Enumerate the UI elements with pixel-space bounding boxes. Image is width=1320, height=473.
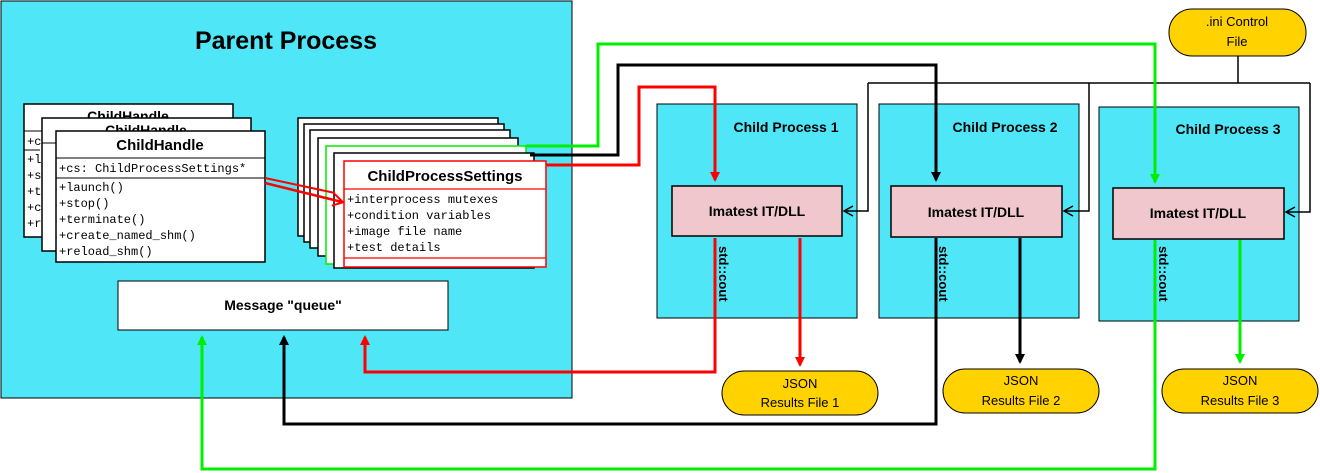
green-connectors: [197, 42, 1245, 471]
child-2-dll-label: Imatest IT/DLL: [928, 204, 1025, 220]
ini-control-file-line2: File: [1227, 34, 1248, 49]
json-results-2: [942, 368, 1100, 414]
child-process-3-title: Child Process 3: [1175, 121, 1280, 137]
settings-title: ChildProcessSettings: [367, 168, 522, 185]
field-image-file: +image file name: [347, 225, 462, 239]
settings-card: [343, 160, 547, 268]
childhandle-methods: +launch() +stop() +terminate() +create_n…: [59, 181, 196, 259]
child-1-dll-label: Imatest IT/DLL: [709, 203, 806, 219]
child-process-1-title: Child Process 1: [733, 119, 838, 135]
childhandle-title: ChildHandle: [116, 137, 204, 154]
json-results-1-line1: JSON: [783, 376, 818, 391]
json-results-3: [1161, 368, 1319, 414]
child-2-dll-box: [890, 185, 1063, 238]
json-results-3-line1: JSON: [1223, 373, 1258, 388]
childhandle-stack: ChildHandle +c +l +s +t +c +r ChildHandl…: [23, 103, 266, 263]
stub-text: +c: [27, 201, 41, 215]
method-reload-shm: +reload_shm(): [59, 245, 153, 259]
child-1-stdout-label: std::cout: [716, 246, 731, 302]
json-results-1: [721, 370, 879, 416]
childhandle-card: [55, 130, 266, 263]
settings-fields: +interprocess mutexes +condition variabl…: [347, 193, 498, 255]
parent-process-title: Parent Process: [195, 27, 377, 55]
childhandle-to-settings-arrow-2: [264, 177, 336, 194]
json-results-3-line2: Results File 3: [1201, 393, 1280, 408]
stub-text: +t: [27, 185, 41, 199]
childhandle-attr: +cs: ChildProcessSettings*: [59, 162, 246, 176]
child-2-stdout-label: std::cout: [936, 246, 951, 302]
stub-text: +l: [27, 153, 41, 167]
method-terminate: +terminate(): [59, 213, 145, 227]
child-1-dll-box: [671, 185, 843, 237]
child-3-stdout-label: std::cout: [1156, 246, 1171, 302]
field-test-details: +test details: [347, 241, 441, 255]
message-queue-box: [117, 280, 449, 331]
child-process-2-title: Child Process 2: [952, 119, 1057, 135]
method-launch: +launch(): [59, 181, 124, 195]
stub-text: +s: [27, 169, 41, 183]
json-results-2-line1: JSON: [1004, 373, 1039, 388]
child-3-dll-label: Imatest IT/DLL: [1150, 205, 1247, 221]
field-condvars: +condition variables: [347, 209, 491, 223]
method-create-named-shm: +create_named_shm(): [59, 229, 196, 243]
settings-stack: ChildProcessSettings +interprocess mutex…: [297, 117, 547, 269]
childhandle-to-settings-arrow: [264, 181, 345, 207]
json-results-1-line2: Results File 1: [761, 395, 840, 410]
black-connectors: [279, 63, 1025, 426]
stub-text: +r: [27, 217, 41, 231]
child-3-dll-box: [1112, 187, 1285, 240]
json-results-2-line2: Results File 2: [982, 393, 1061, 408]
method-stop: +stop(): [59, 197, 109, 211]
red-connectors: [360, 85, 805, 374]
stub-text: +c: [27, 135, 41, 149]
message-queue-label: Message "queue": [224, 297, 342, 313]
ini-distribution-lines: [842, 56, 1311, 218]
childhandle-back-1-stub: +c +l +s +t +c +r: [24, 135, 41, 231]
ini-control-file-line1: .ini Control: [1206, 14, 1268, 29]
field-mutexes: +interprocess mutexes: [347, 193, 498, 207]
